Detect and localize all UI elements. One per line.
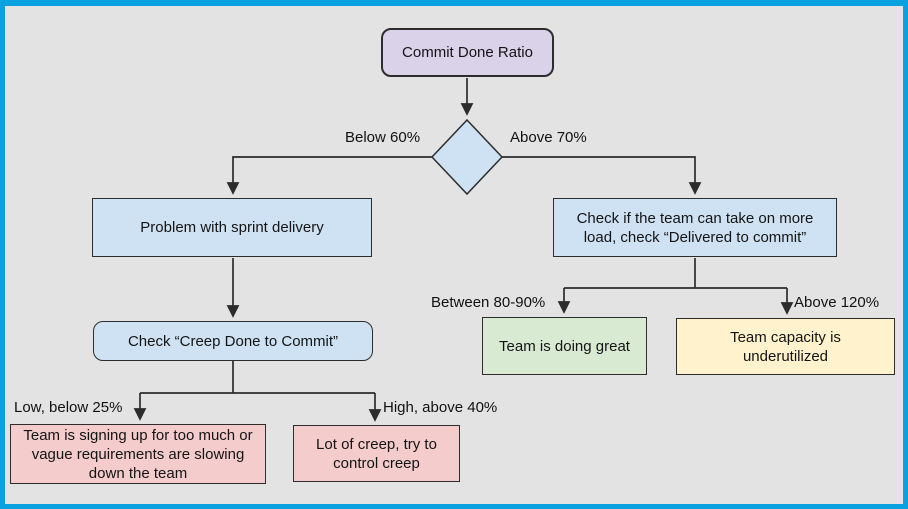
- edge-label-above-120: Above 120%: [794, 294, 880, 311]
- node-team-capacity-underutilized-label: Team capacity is underutilized: [730, 328, 841, 365]
- node-lot-of-creep: Lot of creep, try to control creep: [293, 425, 460, 482]
- node-team-overcommitting-label: Team is signing up for too much or vague…: [23, 426, 253, 482]
- node-lot-of-creep-label: Lot of creep, try to control creep: [316, 435, 437, 472]
- node-team-doing-great: Team is doing great: [482, 317, 647, 375]
- node-team-doing-great-label: Team is doing great: [499, 337, 630, 355]
- node-commit-done-ratio-label: Commit Done Ratio: [402, 44, 533, 61]
- edge-label-below-60: Below 60%: [345, 129, 421, 146]
- node-problem-sprint-delivery-label: Problem with sprint delivery: [140, 219, 324, 236]
- decision-diamond: [430, 118, 504, 196]
- node-check-creep-done-to-commit-label: Check “Creep Done to Commit”: [127, 332, 339, 350]
- node-team-capacity-underutilized: Team capacity is underutilized: [676, 318, 895, 375]
- node-problem-sprint-delivery: Problem with sprint delivery: [92, 198, 372, 257]
- node-check-creep-done-to-commit: Check “Creep Done to Commit”: [93, 321, 373, 361]
- edge-label-between-80-90: Between 80-90%: [431, 294, 546, 311]
- edge-label-low-below-25: Low, below 25%: [14, 399, 123, 416]
- node-commit-done-ratio: Commit Done Ratio: [381, 28, 554, 77]
- node-check-team-load-label: Check if the team can take on more load,…: [576, 209, 814, 246]
- edge-label-high-above-40: High, above 40%: [383, 399, 498, 416]
- node-team-overcommitting: Team is signing up for too much or vague…: [10, 424, 266, 484]
- edge-label-above-70: Above 70%: [510, 129, 587, 146]
- node-check-team-load: Check if the team can take on more load,…: [553, 198, 837, 257]
